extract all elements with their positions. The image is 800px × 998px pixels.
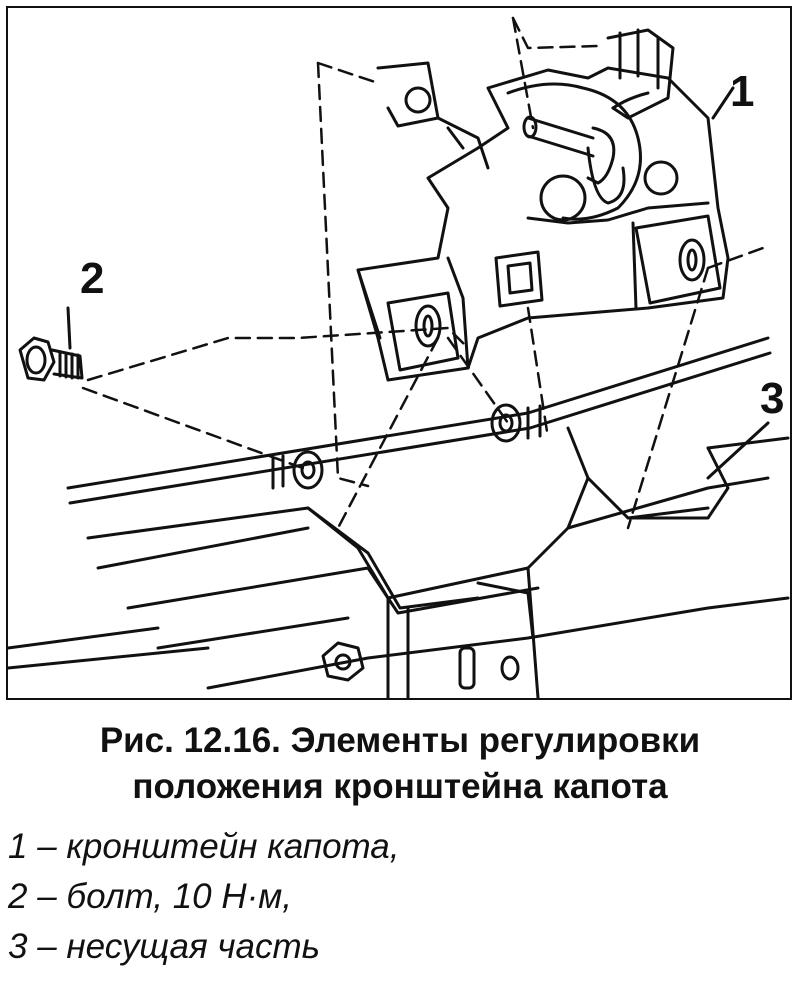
callout-1: 1 xyxy=(730,67,754,116)
legend-item-1: 1 – кронштейн капота, xyxy=(8,827,400,866)
legend-item-3: 3 – несущая часть xyxy=(8,927,321,966)
callout-2: 2 xyxy=(80,254,104,303)
caption-line-1: Рис. 12.16. Элементы регулировки xyxy=(99,721,701,760)
callout-leaders xyxy=(66,86,770,480)
carrier-panel xyxy=(8,336,790,698)
caption-line-2: положения кронштейна капота xyxy=(132,767,668,806)
hood-bracket-drawing: 1 2 3 xyxy=(8,16,790,698)
hood-bracket xyxy=(356,28,730,382)
figure-frame: 1 2 3 xyxy=(6,6,792,700)
bolt xyxy=(18,336,84,382)
legend: 1 – кронштейн капота, 2 – болт, 10 Н·м, … xyxy=(8,822,400,972)
legend-item-2: 2 – болт, 10 Н·м, xyxy=(8,877,293,916)
assembly-lines xyxy=(81,16,765,530)
figure-caption: Рис. 12.16. Элементы регулировки положен… xyxy=(0,718,800,810)
callout-3: 3 xyxy=(760,374,784,423)
